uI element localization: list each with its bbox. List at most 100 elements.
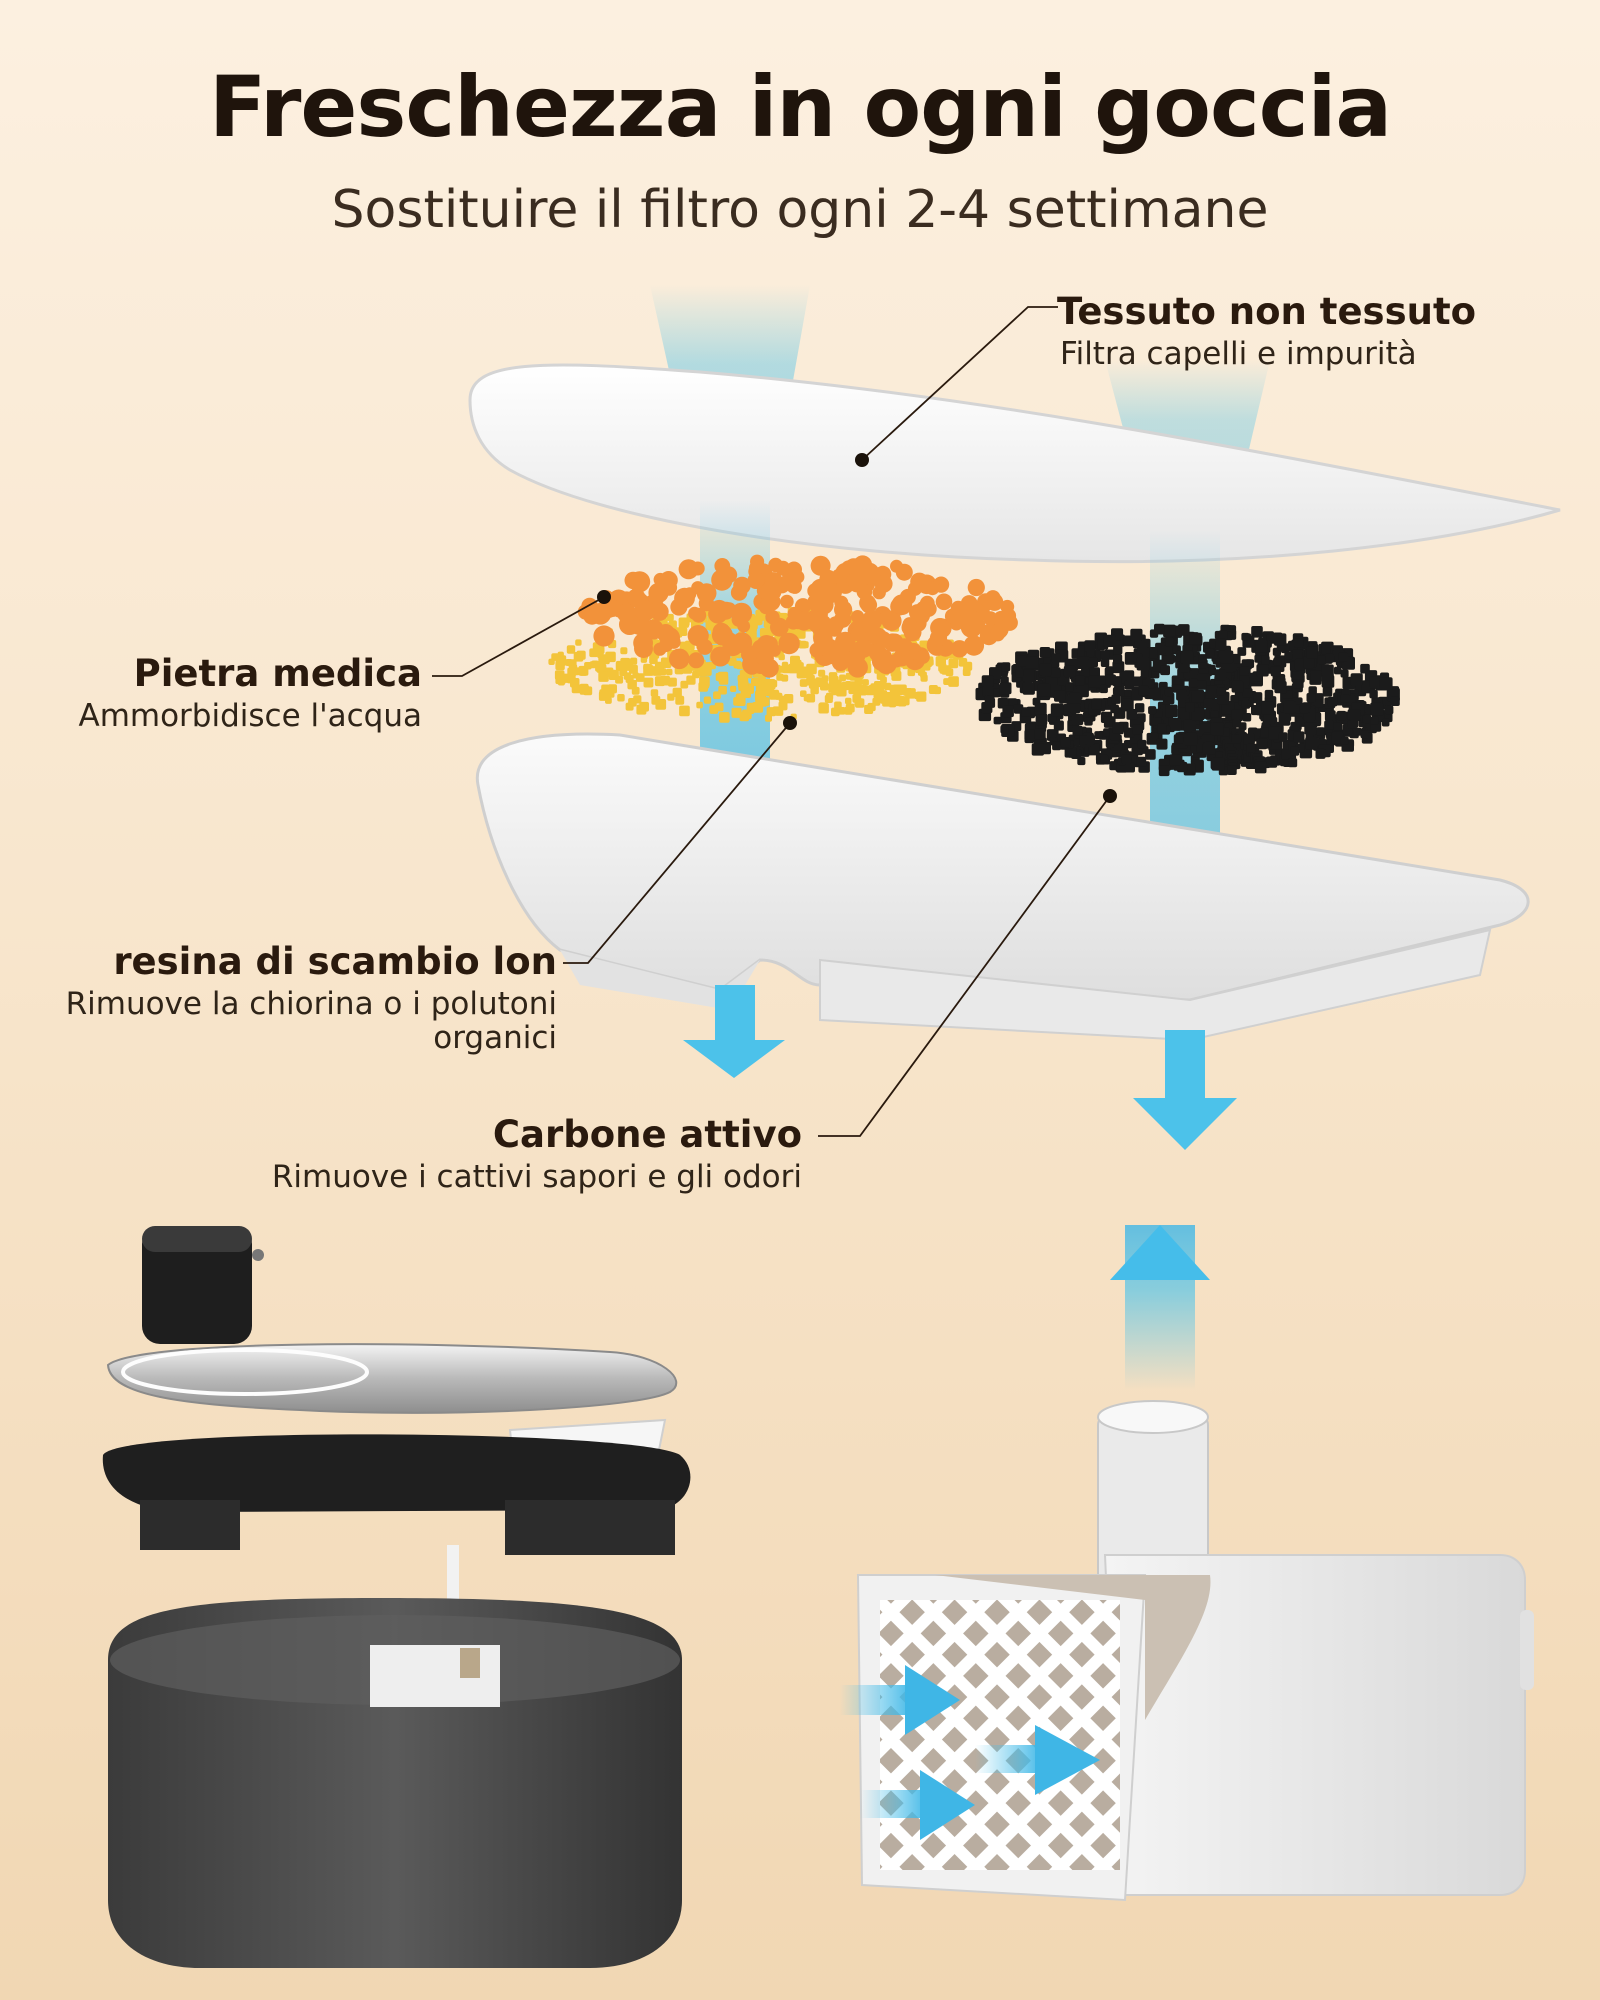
granule	[1251, 692, 1263, 704]
granule	[1022, 669, 1035, 682]
granule	[775, 560, 791, 576]
granule	[630, 657, 638, 665]
granule	[1002, 705, 1014, 718]
water-pump	[840, 1400, 1534, 1902]
granule	[1216, 687, 1226, 696]
label-medical-stone: Pietra medica Ammorbidisce l'acqua	[78, 652, 422, 733]
granule	[669, 648, 690, 670]
inflow-arrow-3-icon	[860, 1790, 930, 1818]
granule	[1121, 754, 1132, 764]
granule	[1103, 634, 1116, 647]
granule	[778, 701, 788, 711]
granule	[1100, 754, 1109, 763]
pump-body	[1103, 1554, 1526, 1896]
granule	[860, 596, 878, 614]
granule	[575, 639, 582, 646]
granule	[778, 632, 800, 655]
granule	[943, 678, 951, 685]
granule	[1140, 669, 1149, 678]
granule	[714, 558, 731, 574]
granule	[981, 675, 994, 687]
pump-intake-grid	[880, 1600, 1120, 1870]
granule	[597, 651, 604, 659]
granule	[1165, 637, 1174, 647]
granule	[1210, 722, 1224, 736]
granule	[960, 595, 978, 612]
granule	[916, 691, 927, 702]
granule	[1362, 715, 1372, 724]
granule	[1000, 599, 1015, 614]
fountain-base-plate	[102, 1434, 691, 1512]
granule	[1315, 748, 1326, 759]
granule	[1119, 671, 1132, 684]
granule	[1210, 710, 1219, 719]
granule	[1022, 682, 1035, 695]
granule	[715, 672, 724, 682]
granule	[607, 690, 615, 698]
granule	[1072, 713, 1084, 726]
granule	[985, 590, 1001, 606]
granule	[1231, 680, 1244, 693]
granule	[1292, 679, 1302, 689]
granule	[868, 643, 887, 662]
granule	[1331, 731, 1344, 744]
granule	[1164, 688, 1174, 697]
granule	[872, 585, 886, 600]
granule	[1242, 713, 1252, 722]
granule	[615, 675, 624, 684]
granule	[750, 554, 765, 569]
granule	[963, 635, 985, 656]
granule	[730, 685, 737, 692]
granule	[981, 702, 993, 714]
granule	[1283, 700, 1296, 714]
granule	[649, 655, 658, 665]
granule	[643, 663, 650, 671]
granule	[1218, 630, 1228, 640]
granule	[589, 648, 598, 658]
granule	[1035, 713, 1048, 726]
granule	[1338, 652, 1348, 662]
granule	[1015, 655, 1028, 667]
page-title: Freschezza in ogni goccia	[208, 58, 1392, 156]
granule	[1100, 658, 1110, 667]
granule	[711, 569, 733, 591]
granule	[596, 666, 604, 673]
granule	[1084, 717, 1093, 726]
granule	[1246, 743, 1256, 753]
granule	[1390, 696, 1400, 706]
granule	[731, 632, 753, 653]
granule	[861, 610, 883, 631]
granule	[565, 659, 573, 666]
granule	[858, 562, 880, 585]
granule	[765, 679, 776, 690]
granule	[751, 677, 760, 686]
granule	[675, 695, 685, 705]
granule	[1065, 683, 1074, 692]
granule	[1294, 658, 1306, 671]
granule	[1278, 732, 1288, 742]
label-ion-resin: resina di scambio lon Rimuove la chiorin…	[17, 940, 557, 1055]
granule	[1384, 705, 1394, 715]
granule	[1288, 758, 1298, 768]
granule	[598, 671, 609, 682]
granule	[834, 631, 856, 653]
granule	[1136, 657, 1150, 671]
granule	[639, 701, 649, 712]
granule	[808, 679, 819, 689]
granule	[907, 668, 916, 677]
granule	[1034, 702, 1047, 715]
granule	[573, 652, 584, 662]
granule	[849, 681, 860, 691]
granule	[1105, 666, 1114, 675]
granule	[867, 702, 876, 712]
granule	[1294, 638, 1304, 648]
granule	[1369, 676, 1382, 689]
granule	[777, 665, 785, 673]
granule	[899, 684, 907, 693]
granule	[1185, 702, 1195, 712]
granule	[688, 652, 705, 669]
granule	[801, 641, 809, 649]
granule	[1125, 762, 1135, 773]
granule	[654, 603, 668, 618]
granule	[1110, 704, 1119, 714]
